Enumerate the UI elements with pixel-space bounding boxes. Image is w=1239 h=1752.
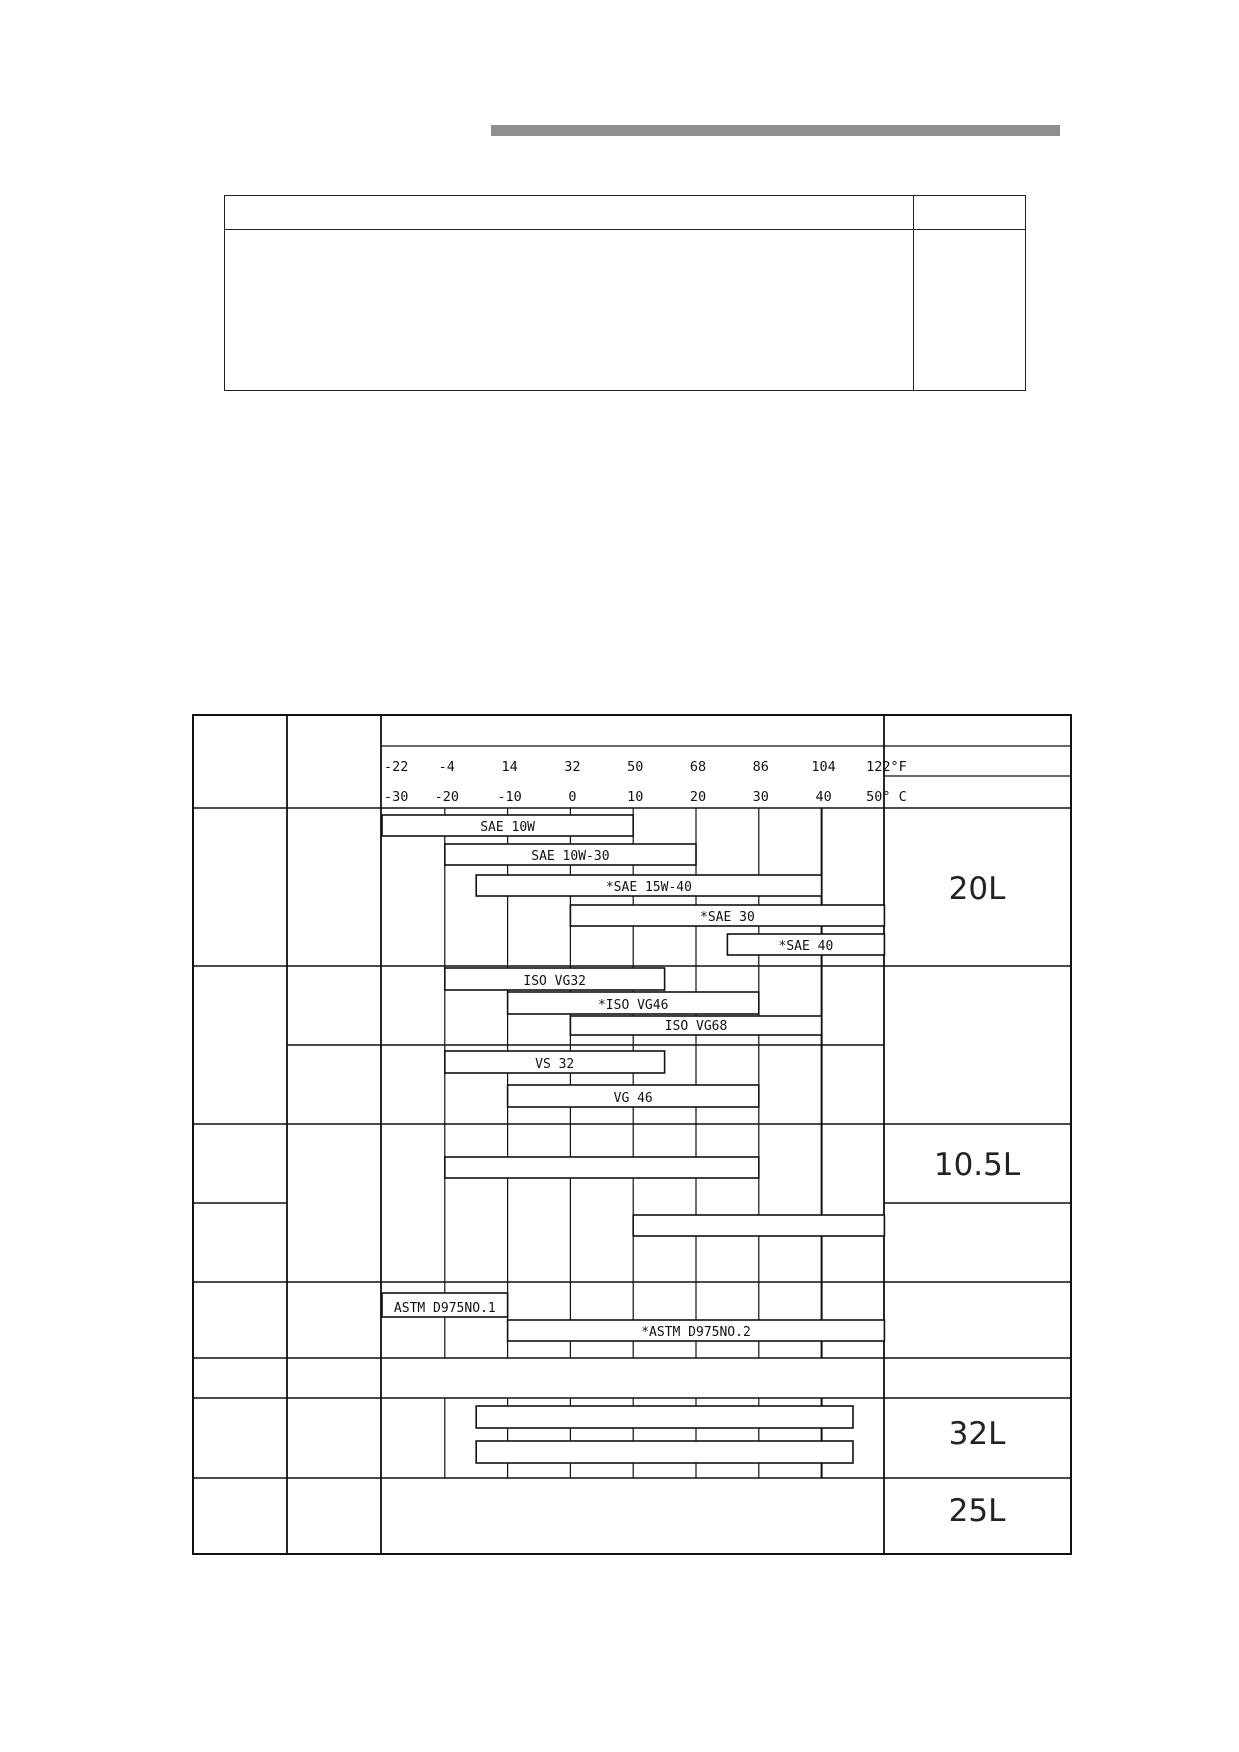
fahrenheit-tick: 86 xyxy=(753,759,769,775)
fahrenheit-tick: -22 xyxy=(384,759,408,775)
fahrenheit-tick: 50 xyxy=(627,759,643,775)
celsius-tick: -10 xyxy=(497,789,521,805)
range-bars: SAE 10W SAE 10W-30 *SAE 15W-40 *SAE 30 *SAE … xyxy=(381,814,886,1464)
range-bar xyxy=(506,1319,886,1342)
celsius-tick: 30 xyxy=(753,789,769,805)
range-label: SAE 10W-30 xyxy=(531,849,609,864)
capacity-value: 10.5L xyxy=(934,1147,1021,1183)
celsius-tick: 10 xyxy=(627,789,643,805)
range-bar xyxy=(443,967,666,991)
celsius-tick: 50° C xyxy=(866,789,907,805)
range-bar xyxy=(475,874,823,897)
note-box-column-divider xyxy=(913,195,914,391)
capacity-value: 25L xyxy=(949,1493,1006,1529)
range-bar xyxy=(475,1405,854,1429)
range-bar xyxy=(569,904,886,927)
range-label: *SAE 30 xyxy=(700,910,755,925)
range-bar xyxy=(506,991,760,1015)
capacity-column: 20L 10.5L 32L 25L xyxy=(934,871,1021,1529)
range-label: ISO VG32 xyxy=(523,974,586,989)
fahrenheit-tick: -4 xyxy=(439,759,455,775)
capacity-value: 32L xyxy=(949,1416,1006,1452)
range-label: ISO VG68 xyxy=(665,1019,728,1034)
range-bar xyxy=(443,843,697,866)
range-bar xyxy=(381,814,634,837)
celsius-tick: -30 xyxy=(384,789,408,805)
range-label: *ISO VG46 xyxy=(598,998,668,1013)
temperature-scale: -22 -4 14 32 50 68 86 104 122°F -30 -20 -10 0 10 20 30 4… xyxy=(384,759,907,805)
range-label: VS 32 xyxy=(535,1057,574,1072)
range-label: *ASTM D975NO.2 xyxy=(641,1325,751,1340)
celsius-tick: 40 xyxy=(815,789,831,805)
range-bar xyxy=(632,1214,886,1237)
range-label: *SAE 40 xyxy=(779,939,834,954)
range-bar xyxy=(381,1292,509,1318)
table-frame xyxy=(192,714,1072,1555)
range-bar xyxy=(443,1156,760,1179)
fahrenheit-tick: 68 xyxy=(690,759,706,775)
celsius-tick: 20 xyxy=(690,789,706,805)
celsius-tick: 0 xyxy=(568,789,576,805)
range-bar xyxy=(506,1084,760,1108)
note-box xyxy=(224,195,1026,391)
capacity-value: 20L xyxy=(949,871,1006,907)
header-bar xyxy=(491,125,1060,136)
celsius-tick: -20 xyxy=(435,789,459,805)
range-label: SAE 10W xyxy=(480,820,535,835)
range-label: VG 46 xyxy=(614,1091,653,1106)
fahrenheit-tick: 32 xyxy=(564,759,580,775)
range-bar xyxy=(475,1440,854,1464)
range-bar xyxy=(726,933,886,956)
range-bar xyxy=(443,1050,666,1074)
fahrenheit-tick: 122°F xyxy=(866,759,907,775)
fahrenheit-tick: 14 xyxy=(501,759,517,775)
range-label: *SAE 15W-40 xyxy=(606,880,692,895)
range-bar xyxy=(569,1015,823,1036)
note-box-divider xyxy=(224,229,1026,230)
fahrenheit-tick: 104 xyxy=(811,759,835,775)
range-label: ASTM D975NO.1 xyxy=(394,1301,496,1316)
chart-grid xyxy=(192,714,1072,1555)
